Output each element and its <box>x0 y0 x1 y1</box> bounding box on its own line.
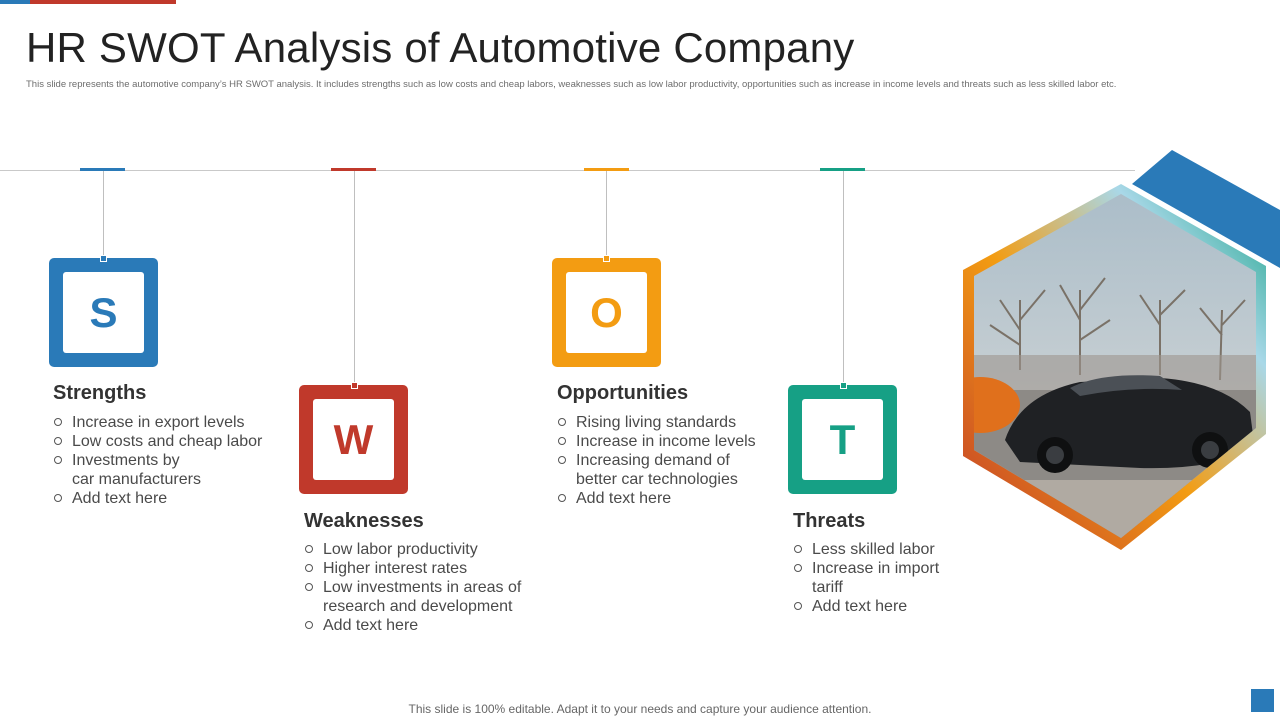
strengths-letter: S <box>63 272 144 353</box>
list-item: Low labor productivity <box>304 540 544 559</box>
list-item: Increase in income levels <box>557 432 787 451</box>
weaknesses-letter-box: W <box>299 385 408 494</box>
weaknesses-letter: W <box>313 399 394 480</box>
corner-square <box>1251 689 1274 712</box>
connector-dot-weaknesses <box>351 382 358 389</box>
strengths-letter-box: S <box>49 258 158 367</box>
timeline-tick-opportunities <box>584 168 629 171</box>
footer-note: This slide is 100% editable. Adapt it to… <box>408 702 872 716</box>
list-item: Add text here <box>793 597 963 616</box>
page-title: HR SWOT Analysis of Automotive Company <box>26 24 855 71</box>
connector-strengths <box>103 171 104 258</box>
list-item: Low costs and cheap labor <box>53 432 283 451</box>
opportunities-list: Rising living standards Increase in inco… <box>557 413 787 508</box>
timeline-tick-strengths <box>80 168 125 171</box>
connector-dot-opportunities <box>603 255 610 262</box>
top-accent-red <box>30 0 176 4</box>
connector-dot-threats <box>840 382 847 389</box>
top-accent-blue <box>0 0 30 4</box>
connector-weaknesses <box>354 171 355 385</box>
strengths-heading: Strengths <box>53 382 147 404</box>
connector-opportunities <box>606 171 607 258</box>
opportunities-letter: O <box>566 272 647 353</box>
strengths-list: Increase in export levels Low costs and … <box>53 413 283 508</box>
threats-heading: Threats <box>793 510 866 532</box>
list-item: Less skilled labor <box>793 540 963 559</box>
list-item: Add text here <box>557 489 787 508</box>
weaknesses-heading: Weaknesses <box>304 510 424 532</box>
timeline-tick-weaknesses <box>331 168 376 171</box>
car-photo-hexagon <box>960 150 1280 560</box>
timeline-line <box>0 170 1135 171</box>
list-item: Add text here <box>304 616 544 635</box>
threats-letter-box: T <box>788 385 897 494</box>
weaknesses-list: Low labor productivity Higher interest r… <box>304 540 544 635</box>
connector-threats <box>843 171 844 385</box>
opportunities-heading: Opportunities <box>557 382 689 404</box>
list-item: Higher interest rates <box>304 559 544 578</box>
threats-letter: T <box>802 399 883 480</box>
list-item: Add text here <box>53 489 283 508</box>
opportunities-letter-box: O <box>552 258 661 367</box>
page-subtitle: This slide represents the automotive com… <box>26 79 1117 90</box>
list-item: Increase in export levels <box>53 413 283 432</box>
connector-dot-strengths <box>100 255 107 262</box>
list-item: Rising living standards <box>557 413 787 432</box>
timeline-tick-threats <box>820 168 865 171</box>
